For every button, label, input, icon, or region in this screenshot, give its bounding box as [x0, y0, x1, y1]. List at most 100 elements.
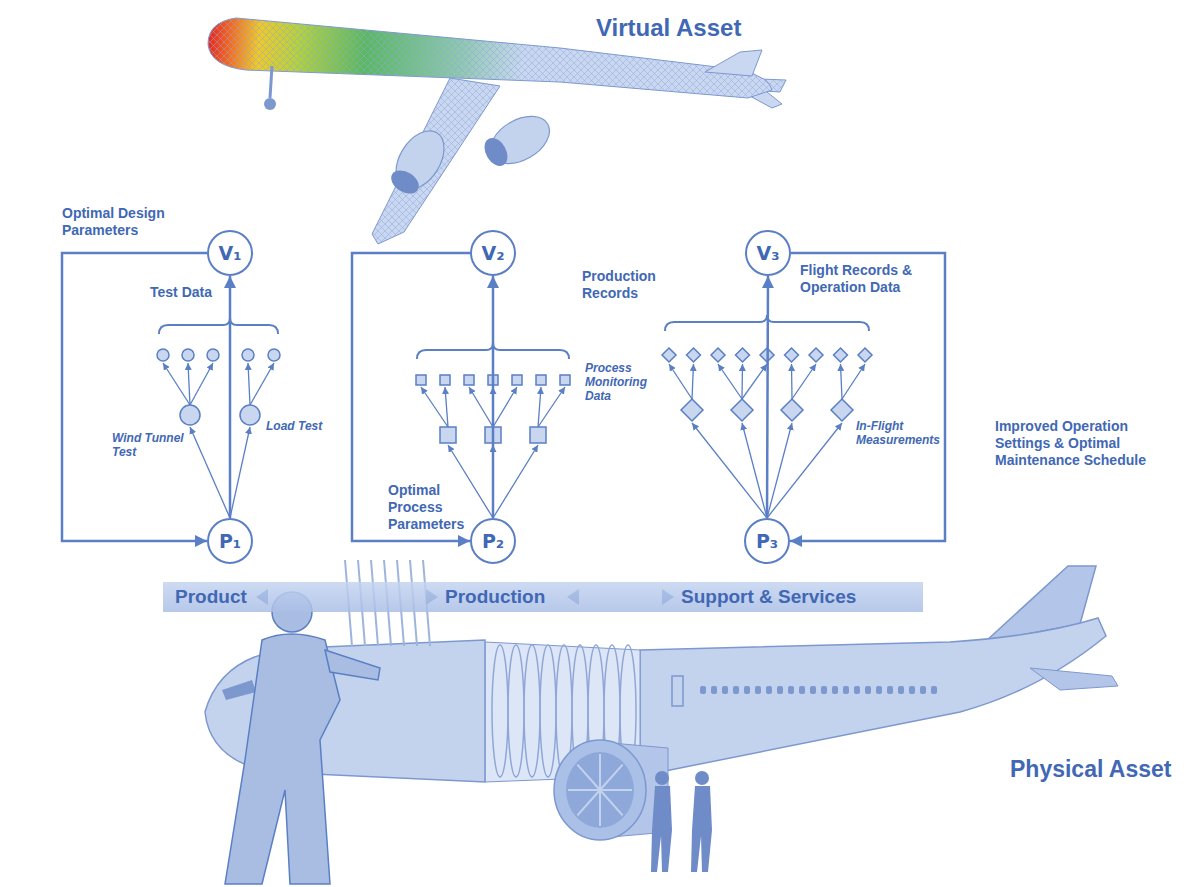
fan-blade — [600, 790, 623, 815]
data-point — [157, 349, 169, 361]
test-name: Wind Tunnel Test — [112, 432, 187, 460]
branch-arrow — [791, 364, 793, 399]
data-point — [440, 375, 450, 385]
fan-blade — [599, 754, 601, 790]
data-flow-arrow — [229, 276, 232, 518]
frame-ring — [540, 645, 556, 777]
data-point — [687, 348, 701, 362]
flow-label: Optimal Process Parameters — [388, 482, 473, 532]
fan-blade — [577, 790, 600, 815]
landing-wheel — [264, 98, 276, 110]
flow-label: Flight Records & Operation Data — [800, 262, 932, 296]
branch-arrow — [792, 364, 816, 399]
measurement-source — [440, 427, 456, 443]
window — [854, 686, 860, 694]
measurement-source — [781, 399, 803, 421]
test-name: Load Test — [266, 420, 336, 434]
phase-name: Support & Services — [681, 587, 856, 608]
state-circle: V₃ — [745, 230, 791, 276]
frame-ring — [524, 645, 540, 777]
window — [810, 686, 816, 694]
worker-body — [691, 786, 712, 872]
branch-arrow — [448, 445, 493, 518]
window — [722, 686, 728, 694]
data-flow-arrow — [767, 276, 768, 518]
branch-arrow — [841, 364, 843, 399]
cockpit-window — [222, 680, 256, 700]
measurement-source — [831, 399, 853, 421]
worker-head — [695, 771, 709, 785]
window — [733, 686, 739, 694]
state-symbol: V₃ — [756, 244, 779, 263]
state-circle: P₂ — [470, 518, 516, 564]
window — [711, 686, 717, 694]
data-point — [207, 349, 219, 361]
branch-arrow — [230, 427, 250, 518]
state-symbol: P₁ — [219, 532, 241, 551]
branch-arrow — [493, 387, 517, 427]
data-point — [560, 375, 570, 385]
data-point — [662, 348, 676, 362]
data-point — [711, 348, 725, 362]
window — [909, 686, 915, 694]
phase-name: Production — [445, 587, 545, 608]
branch-arrow — [190, 363, 213, 405]
window — [865, 686, 871, 694]
branch-arrow — [742, 364, 767, 399]
data-source-name: Process Monitoring Data — [585, 362, 657, 403]
window — [887, 686, 893, 694]
state-circle: V₂ — [470, 230, 516, 276]
person-arm — [325, 650, 380, 680]
flow-label: Test Data — [150, 284, 212, 301]
data-point — [512, 375, 522, 385]
flow-label: Optimal Design Parameters — [62, 205, 182, 239]
window — [799, 686, 805, 694]
flow-label: Production Records — [582, 268, 672, 302]
branch-arrow — [493, 445, 538, 518]
data-flow-arrow — [492, 276, 495, 518]
branch-arrow — [250, 363, 274, 405]
near-wing — [372, 78, 500, 244]
branch-arrow — [188, 363, 190, 405]
state-symbol: P₃ — [756, 532, 778, 551]
branch-arrow — [538, 387, 565, 427]
person-body — [225, 634, 340, 884]
feedback-loop — [790, 253, 945, 541]
engine — [386, 122, 454, 197]
engine-intake — [387, 166, 423, 199]
window — [898, 686, 904, 694]
data-point — [736, 348, 750, 362]
branch-arrow — [248, 363, 250, 405]
wing-mesh — [372, 78, 500, 244]
data-point — [268, 349, 280, 361]
measurement-source — [731, 399, 753, 421]
horizontal-stabilizer — [1030, 668, 1118, 690]
branch-arrow — [469, 387, 493, 427]
branch-arrow — [421, 387, 448, 427]
state-circle: V₁ — [207, 230, 253, 276]
window — [744, 686, 750, 694]
branch-arrow — [163, 363, 190, 405]
window — [843, 686, 849, 694]
data-point — [416, 375, 426, 385]
window — [832, 686, 838, 694]
branch-arrow — [742, 423, 767, 518]
data-point — [464, 375, 474, 385]
fan-blade — [600, 789, 632, 791]
state-symbol: V₂ — [481, 244, 504, 263]
worker-head — [655, 771, 669, 785]
state-circle: P₃ — [744, 518, 790, 564]
fan-blade — [600, 765, 623, 790]
state-circle: P₁ — [207, 518, 253, 564]
door — [672, 676, 683, 706]
data-point — [785, 348, 799, 362]
branch-arrow — [692, 364, 694, 399]
frame-ring — [508, 645, 524, 777]
window — [766, 686, 772, 694]
asset-title: Physical Asset — [1010, 756, 1172, 784]
worker-body — [651, 786, 672, 872]
branch-arrow — [842, 364, 865, 399]
fan-blade — [599, 790, 601, 826]
branch-arrow — [190, 427, 230, 518]
